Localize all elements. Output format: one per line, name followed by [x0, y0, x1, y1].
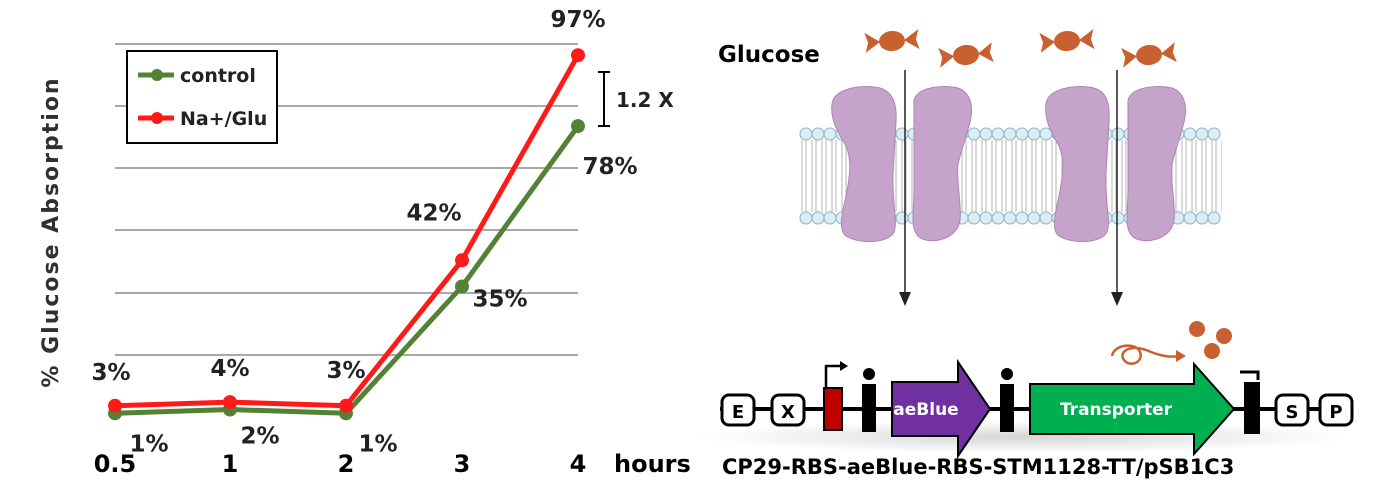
transporter-label: Transporter	[1060, 400, 1173, 420]
data-point	[108, 398, 122, 413]
lipid-head	[799, 211, 813, 225]
membrane-diagram: Glucose	[718, 29, 1222, 306]
legend-marker-naglu	[151, 112, 163, 124]
lipid-head	[1015, 127, 1029, 141]
aeblue-label: aeBlue	[893, 400, 958, 420]
glucose-dots-icon	[1189, 321, 1232, 359]
data-label: 1%	[129, 431, 168, 457]
transporter-protein-icon	[831, 86, 1186, 242]
lipid-head	[967, 211, 981, 225]
glucose-candy-icon	[1039, 29, 1095, 53]
expression-swirl-icon	[1110, 344, 1186, 365]
part-s-label: S	[1286, 402, 1299, 423]
lipid-head	[1195, 127, 1209, 141]
lipid-head	[895, 211, 909, 225]
legend-label-control: control	[180, 65, 256, 87]
lipid-head	[895, 127, 909, 141]
part-e-box	[720, 393, 756, 427]
promoter-icon	[823, 361, 848, 431]
glucose-candy-icon	[938, 42, 994, 68]
terminator-icon	[1240, 370, 1260, 434]
lipid-head	[979, 127, 993, 141]
data-label: 4%	[210, 356, 249, 382]
aeblue-cds-arrow	[891, 358, 992, 460]
data-label: 1%	[358, 431, 397, 457]
lipid-head	[811, 127, 825, 141]
data-point	[571, 119, 585, 134]
lipid-head	[811, 211, 825, 225]
lipid-head	[991, 127, 1005, 141]
data-label: 97%	[550, 7, 605, 33]
lipid-head	[823, 127, 837, 141]
lipid-head	[1111, 127, 1125, 141]
part-x-box	[770, 393, 806, 427]
data-label: 3%	[91, 360, 130, 386]
data-label: 2%	[240, 424, 279, 450]
data-label: 78%	[582, 154, 637, 180]
lipid-head	[1027, 127, 1041, 141]
legend-label-naglu: Na+/Glu	[180, 108, 267, 130]
lipid-head	[1003, 127, 1017, 141]
data-label: 35%	[472, 286, 527, 312]
lipid-head	[1003, 211, 1017, 225]
x-tick-label: 2	[338, 450, 355, 478]
lipid-head	[1183, 211, 1197, 225]
data-label-layer: 1% 2% 1% 35% 78% 3% 4% 3% 42% 97%	[91, 7, 637, 457]
lipid-head	[1183, 127, 1197, 141]
legend: control Na+/Glu	[126, 50, 278, 144]
legend-box	[126, 50, 278, 144]
lipid-head	[1111, 211, 1125, 225]
lipid-head	[991, 211, 1005, 225]
lipid-head	[1039, 211, 1053, 225]
lipid-head	[823, 211, 837, 225]
fold-change-bracket: 1.2 X	[598, 71, 674, 127]
x-tick-label: 1	[222, 450, 239, 478]
part-p-box	[1318, 393, 1354, 427]
glucose-label: Glucose	[718, 42, 820, 68]
rbs-icon	[862, 368, 876, 432]
x-axis-label: hours	[614, 450, 691, 478]
uptake-arrow-icon	[899, 70, 911, 306]
lipid-head	[979, 211, 993, 225]
data-point	[455, 279, 469, 294]
data-label: 42%	[406, 200, 461, 226]
lipid-head	[1015, 211, 1029, 225]
construct-label: CP29-RBS-aeBlue-RBS-STM1128-TT/pSB1C3	[722, 455, 1234, 479]
genetic-construct: E X aeBlue Transporter	[695, 321, 1355, 479]
legend-marker-control	[151, 69, 163, 81]
lipid-head	[967, 127, 981, 141]
data-point	[223, 395, 237, 410]
part-x-label: X	[781, 402, 795, 423]
x-ticks: 0.5 1 2 3 4	[94, 450, 587, 478]
lipid-head	[799, 127, 813, 141]
glucose-candy-icon	[1121, 42, 1177, 68]
rbs-icon	[1000, 368, 1014, 432]
transporter-cds-arrow	[1029, 361, 1236, 457]
series-layer	[108, 48, 585, 421]
uptake-arrow-icon	[1111, 70, 1123, 306]
data-point	[455, 253, 469, 268]
x-tick-label: 0.5	[94, 450, 137, 478]
data-point	[571, 48, 585, 63]
fold-change-label: 1.2 X	[616, 88, 674, 112]
lipid-head	[1207, 127, 1221, 141]
lipid-head	[1027, 211, 1041, 225]
lipid-head	[1207, 211, 1221, 225]
lipid-head	[1195, 211, 1209, 225]
part-p-label: P	[1329, 402, 1342, 423]
x-tick-label: 4	[570, 450, 587, 478]
part-e-label: E	[732, 402, 744, 423]
data-label: 3%	[326, 358, 365, 384]
data-point	[339, 398, 353, 413]
glucose-candy-icon	[864, 29, 920, 53]
x-tick-label: 3	[454, 450, 471, 478]
part-s-box	[1274, 393, 1310, 427]
y-axis-label: % Glucose Absorption	[39, 76, 64, 387]
